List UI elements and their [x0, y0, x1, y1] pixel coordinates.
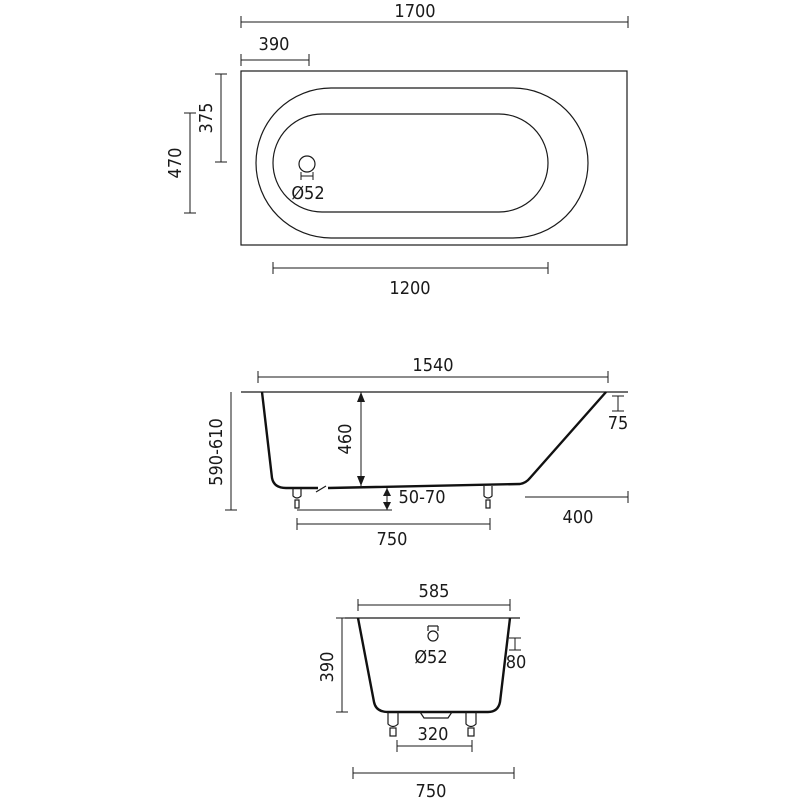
end-leg-spacing-label: 320: [418, 724, 449, 745]
leg-icon: [387, 712, 399, 728]
side-view: 1540 460 590-610 75 50-70 400 750: [206, 355, 629, 550]
end-view: 585 390 Ø52 80 320 750: [317, 581, 526, 800]
depth-label: 460: [335, 424, 356, 455]
bathtub-rim-outline: [255, 87, 589, 239]
end-height-label: 390: [317, 652, 338, 683]
rim-length-label: 1540: [412, 355, 453, 376]
base-width-label: 750: [416, 781, 447, 800]
overflow-icon: [427, 630, 439, 642]
end-rim-thickness-label: 80: [506, 652, 527, 673]
drain-offset-label: 390: [259, 34, 290, 55]
rim-width-label: 585: [419, 581, 450, 602]
slope-length-label: 400: [563, 507, 594, 528]
leg-icon: [483, 486, 493, 499]
overall-length-label: 1700: [394, 1, 435, 22]
bathtub-outer-outline: [240, 70, 628, 246]
side-profile-outline: [260, 391, 607, 490]
bathtub-basin-outline: [272, 113, 549, 213]
inner-length-label: 1200: [389, 278, 430, 299]
drain-diameter-label: Ø52: [291, 183, 324, 204]
drain-icon: [298, 155, 316, 173]
leg-icon: [465, 712, 477, 728]
inner-width-label: 375: [196, 103, 217, 134]
side-rim-thickness-label: 75: [608, 413, 629, 434]
end-profile-outline: [356, 617, 512, 714]
overall-width-label: 470: [165, 148, 186, 179]
leg-icon: [292, 488, 302, 499]
top-view: 1700 390 470 375 Ø52 1200: [165, 1, 629, 299]
total-height-label: 590-610: [206, 418, 227, 486]
drain-body-icon: [419, 711, 453, 719]
overflow-diameter-label: Ø52: [414, 647, 447, 668]
side-leg-spacing-label: 750: [377, 529, 408, 550]
leg-height-label: 50-70: [398, 487, 445, 508]
